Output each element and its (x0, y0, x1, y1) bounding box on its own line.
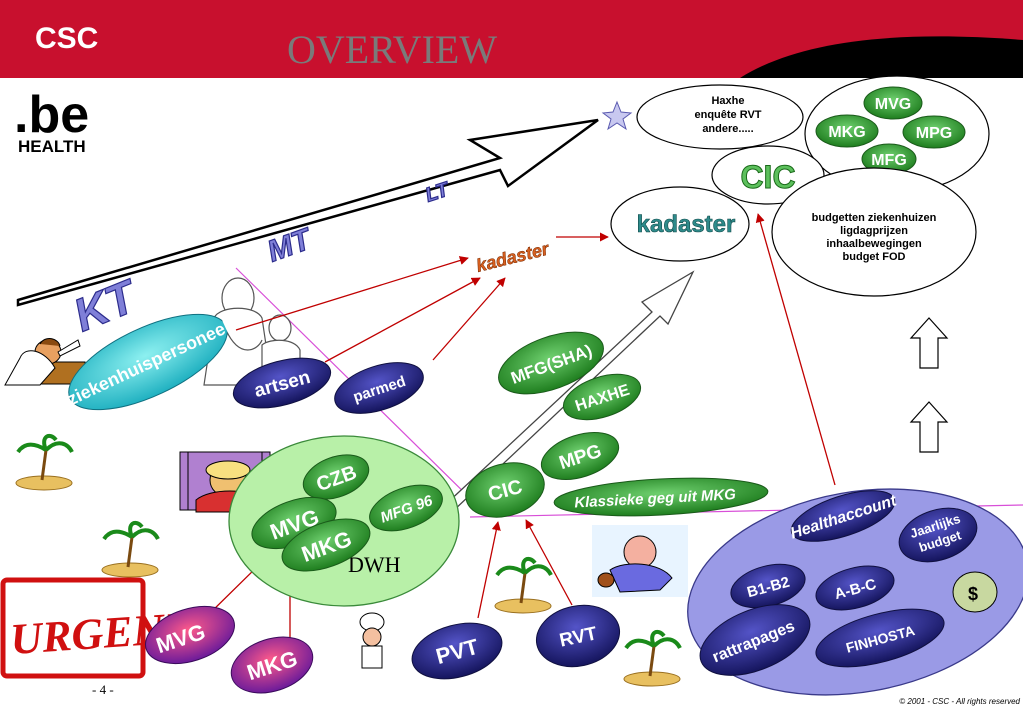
b1b2-node: B1-B2 (730, 563, 806, 609)
finhosta-node: FINHOSTA (815, 608, 945, 668)
parmed-node: parmed (334, 362, 424, 414)
be-logo-sub: HEALTH (18, 137, 86, 156)
rattrapages-node: rattrapages (699, 604, 811, 676)
kadaster-red-label: kadaster (474, 238, 552, 276)
source-mkg-node: MKG (230, 636, 314, 694)
haxhe-node: HAXHE (562, 373, 642, 421)
source-mvg-node: MVG (145, 605, 235, 665)
page-title: OVERVIEW (287, 27, 497, 72)
top-mvg-node: MVG (863, 86, 923, 120)
island-icon-4 (623, 629, 682, 687)
haxhe-enquete-node: Haxhe enquête RVT andere..... (636, 84, 804, 150)
svg-text:$: $ (968, 584, 978, 604)
up-arrow-icon-1 (909, 317, 949, 369)
arrow-health-kadaster (755, 213, 836, 486)
top-mpg-label: MPG (916, 125, 952, 142)
top-mfg-node: MFG (861, 143, 917, 175)
copyright: © 2001 - CSC - All rights reserved (899, 697, 1020, 706)
island-icon-3 (494, 556, 553, 614)
mpg-node: MPG (540, 432, 620, 480)
header-band (0, 0, 1023, 78)
haxhe-text-1: Haxhe (711, 95, 744, 107)
dwh-mkg: MKG (281, 518, 371, 572)
arrow-pvt-cic (477, 521, 501, 619)
top-mkg-node: MKG (815, 114, 879, 148)
timeline-arrow (16, 118, 599, 307)
budget-text-3: inhaalbewegingen (826, 238, 922, 250)
artsen-node: artsen (232, 357, 332, 409)
top-cic-node: CIC (711, 145, 825, 205)
top-mkg-label: MKG (828, 124, 865, 141)
money-bag-icon: $ (952, 571, 998, 613)
arrow-rvt-cic (525, 519, 573, 606)
page-number: - 4 - (92, 682, 114, 697)
dwh-label: DWH (348, 552, 401, 577)
dwh-czb: CZB (302, 454, 370, 500)
cic-node: CIC (465, 462, 545, 518)
source-pvt-node: PVT (411, 622, 503, 680)
top-mvg-label: MVG (875, 96, 911, 113)
top-cic-label: CIC (740, 159, 795, 195)
budget-text-2: ligdagprijzen (840, 225, 908, 237)
chef-icon (359, 612, 385, 669)
island-icon-1 (15, 433, 74, 491)
budget-node: budgetten ziekenhuizen ligdagprijzen inh… (771, 167, 977, 297)
arrow-staff-kadaster (235, 256, 469, 331)
kadaster-main-node: kadaster (610, 186, 750, 262)
source-rvt-node: RVT (535, 604, 621, 668)
falling-man-icon (592, 525, 688, 597)
dwh-mfg96: MFG 96 (369, 484, 443, 532)
island-icon-2 (101, 520, 160, 578)
up-arrow-icon-2 (909, 401, 949, 453)
star-icon (601, 100, 633, 131)
budget-text-1: budgetten ziekenhuizen (812, 212, 937, 224)
top-mpg-node: MPG (902, 115, 966, 149)
csc-logo: CSC (35, 22, 98, 55)
haxhe-text-3: andere..... (702, 123, 753, 135)
arrow-parmed-kadaster (432, 277, 506, 361)
haxhe-text-2: enquête RVT (694, 109, 761, 121)
top-mfg-label: MFG (871, 152, 907, 169)
abc-node: A-B-C (815, 565, 895, 611)
be-logo-mark: .be (14, 86, 89, 144)
budget-text-4: budget FOD (843, 251, 906, 263)
kadaster-main-label: kadaster (637, 211, 736, 238)
arrow-artsen-kadaster (324, 277, 481, 363)
klassieke-node: Klassieke geg uit MKG (553, 477, 769, 517)
be-health-logo: .be HEALTH (14, 86, 89, 156)
